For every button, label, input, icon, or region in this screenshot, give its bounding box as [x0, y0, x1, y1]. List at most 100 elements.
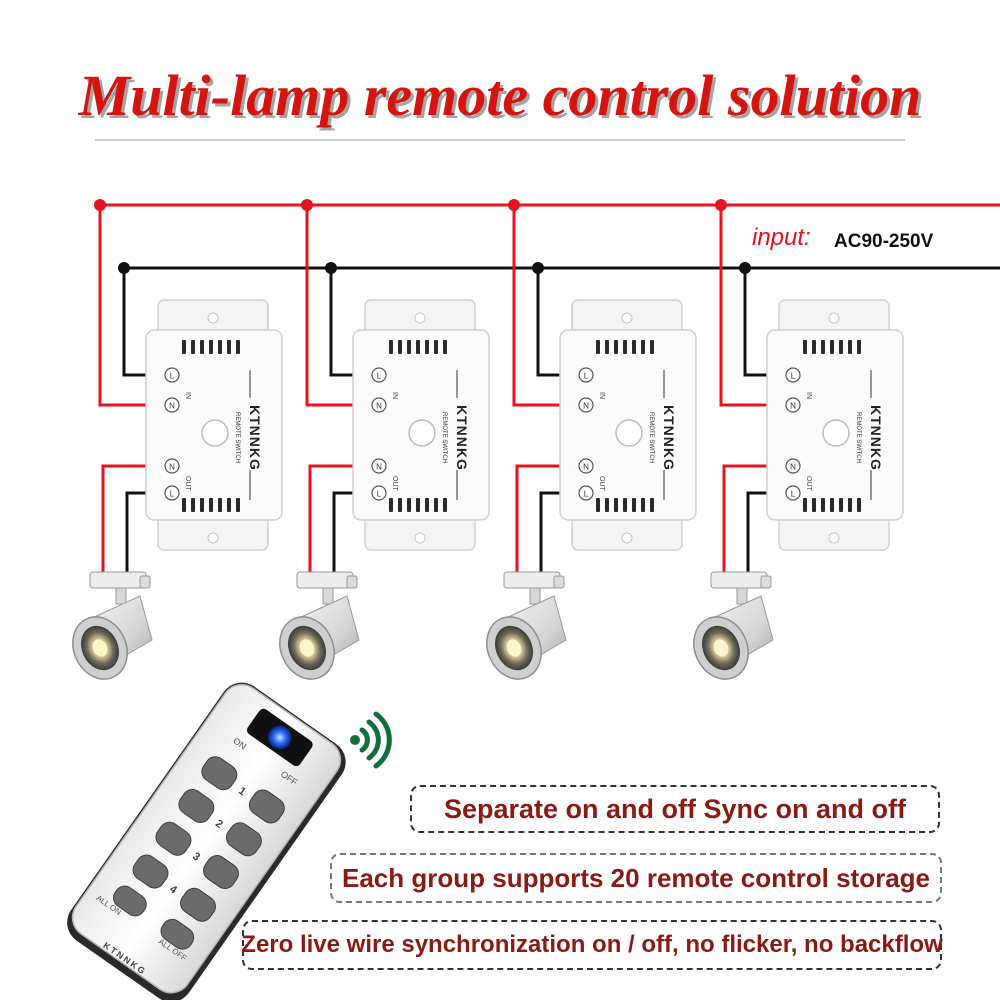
page-title: Multi-lamp remote control solution	[78, 63, 922, 128]
input-voltage: AC90-250V	[834, 231, 934, 252]
live-wire-out	[515, 464, 577, 575]
pairing-button[interactable]	[201, 419, 229, 447]
terminal-screw	[785, 367, 801, 383]
live-wire-in	[305, 205, 370, 407]
remote-off-button-2[interactable]	[223, 819, 266, 860]
live-wire-out	[722, 464, 784, 575]
terminal-screw	[371, 397, 387, 413]
terminal-screw	[578, 485, 594, 501]
terminal-label: L	[791, 372, 796, 381]
switch-brand: KTNNKG	[868, 405, 884, 471]
feature-box-separate-sync: Separate on and off Sync on and off	[410, 785, 940, 833]
remote-all-off-button[interactable]	[157, 916, 197, 954]
remote-on-button-1[interactable]	[198, 753, 241, 794]
terminal-screw	[164, 367, 180, 383]
terminal-label: L	[377, 490, 382, 499]
switch-brand: KTNNKG	[661, 405, 677, 471]
terminal-label: L	[584, 490, 589, 499]
out-label: OUT	[598, 476, 605, 492]
remote-channel-number: 3	[190, 850, 202, 863]
page-title-shadow: Multi-lamp remote control solution	[81, 66, 925, 131]
pairing-button[interactable]	[615, 419, 643, 447]
remote-off-button-1[interactable]	[245, 786, 288, 827]
remote-all-on-button[interactable]	[110, 882, 150, 920]
remote-channel-number: 2	[213, 818, 225, 831]
feature-text-2: Each group supports 20 remote control st…	[342, 862, 930, 893]
switch-model: REMOTE SWITCH	[441, 412, 447, 463]
live-wire-in	[512, 205, 577, 407]
remote-switch-module: L N N L IN OUT KTNNKG REMOTE SWITCH	[559, 299, 697, 551]
terminal-screw	[164, 485, 180, 501]
terminal-label: N	[583, 402, 589, 411]
feature-box-remote-storage: Each group supports 20 remote control st…	[330, 853, 942, 903]
remote-on-button-4[interactable]	[129, 851, 172, 892]
terminal-screw	[578, 367, 594, 383]
terminal-label: N	[169, 402, 175, 411]
feature-box-zero-live-wire: Zero live wire synchronization on / off,…	[241, 920, 943, 970]
live-junction	[508, 199, 520, 211]
remote-on-button-3[interactable]	[152, 818, 195, 859]
track-spotlight	[72, 571, 153, 680]
neutral-junction	[325, 262, 337, 274]
track-spotlight	[693, 571, 774, 680]
terminal-label: L	[170, 490, 175, 499]
remote-off-button-4[interactable]	[177, 884, 220, 925]
terminal-screw	[785, 397, 801, 413]
terminal-label: N	[376, 463, 382, 472]
pairing-button[interactable]	[822, 419, 850, 447]
terminal-screw	[164, 458, 180, 474]
input-label: input:	[752, 224, 811, 251]
switch-brand: KTNNKG	[247, 405, 263, 471]
live-wire-out	[308, 464, 370, 575]
in-label: IN	[598, 392, 605, 399]
pairing-button[interactable]	[408, 419, 436, 447]
terminal-label: N	[790, 402, 796, 411]
terminal-label: L	[170, 372, 175, 381]
live-wire-out	[101, 464, 163, 575]
track-spotlight	[279, 571, 360, 680]
live-junction	[301, 199, 313, 211]
live-junction	[94, 199, 106, 211]
remote-on-button-2[interactable]	[175, 786, 218, 827]
terminal-screw	[371, 367, 387, 383]
terminal-screw	[164, 397, 180, 413]
remote-led	[267, 725, 292, 750]
terminal-label: N	[376, 402, 382, 411]
out-label: OUT	[184, 476, 191, 492]
switch-model: REMOTE SWITCH	[855, 412, 861, 463]
terminal-label: N	[583, 463, 589, 472]
feature-text-1: Separate on and off Sync on and off	[443, 793, 907, 824]
live-wire-in	[98, 205, 163, 407]
terminal-screw	[578, 397, 594, 413]
terminal-screw	[578, 458, 594, 474]
terminal-screw	[785, 458, 801, 474]
terminal-label: N	[790, 463, 796, 472]
terminal-screw	[785, 485, 801, 501]
remote-channel-number: 1	[236, 785, 248, 798]
in-label: IN	[184, 392, 191, 399]
remote-off-button-3[interactable]	[200, 852, 243, 893]
out-label: OUT	[805, 476, 812, 492]
neutral-junction	[739, 262, 751, 274]
out-label: OUT	[391, 476, 398, 492]
neutral-junction	[118, 262, 130, 274]
switch-brand: KTNNKG	[454, 405, 470, 471]
terminal-screw	[371, 485, 387, 501]
unit-3: L N N L IN OUT KTNNKG REMOTE SWITCH	[486, 199, 697, 680]
feature-text-3: Zero live wire synchronization on / off,…	[241, 931, 943, 958]
wireless-signal-icon	[350, 711, 392, 769]
terminal-label: L	[377, 372, 382, 381]
terminal-screw	[371, 458, 387, 474]
switch-model: REMOTE SWITCH	[648, 412, 654, 463]
terminal-label: L	[584, 372, 589, 381]
terminal-label: L	[791, 490, 796, 499]
